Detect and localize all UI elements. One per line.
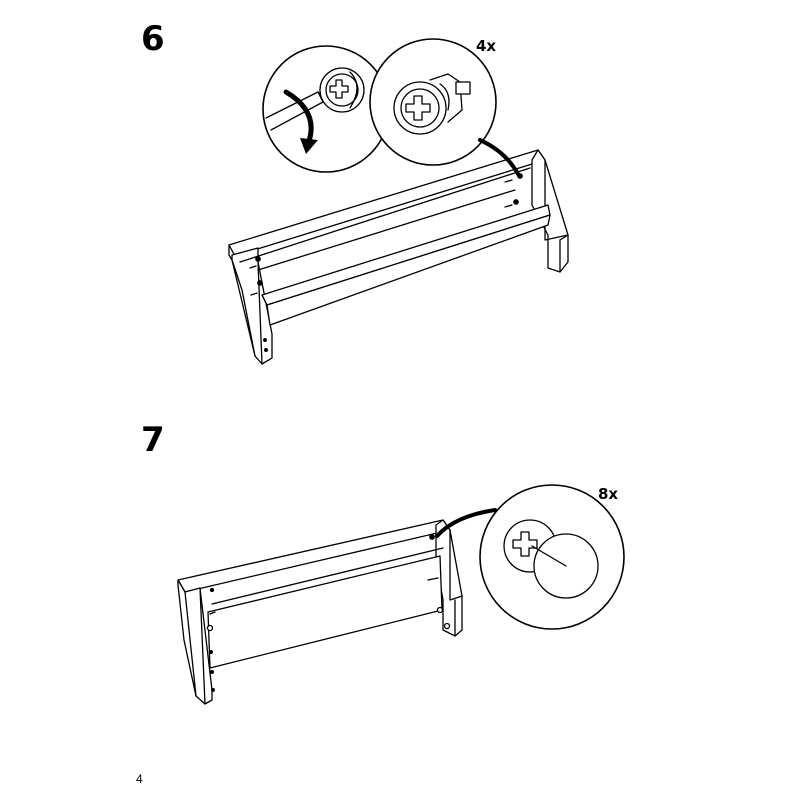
page-number: 4	[136, 772, 143, 786]
step-7-number: 7	[141, 420, 165, 460]
screwdriver-turning-cam-lock-icon	[263, 46, 389, 172]
cover-cap-icon	[437, 485, 624, 629]
step-6-quantity: 4x	[476, 37, 497, 55]
step-6-frame-illustration	[229, 150, 568, 364]
cam-lock-closeup-icon	[370, 39, 518, 174]
step-7-frame-illustration	[178, 520, 462, 704]
step-6-number: 6	[141, 19, 165, 59]
step-7-quantity: 8x	[598, 485, 619, 503]
